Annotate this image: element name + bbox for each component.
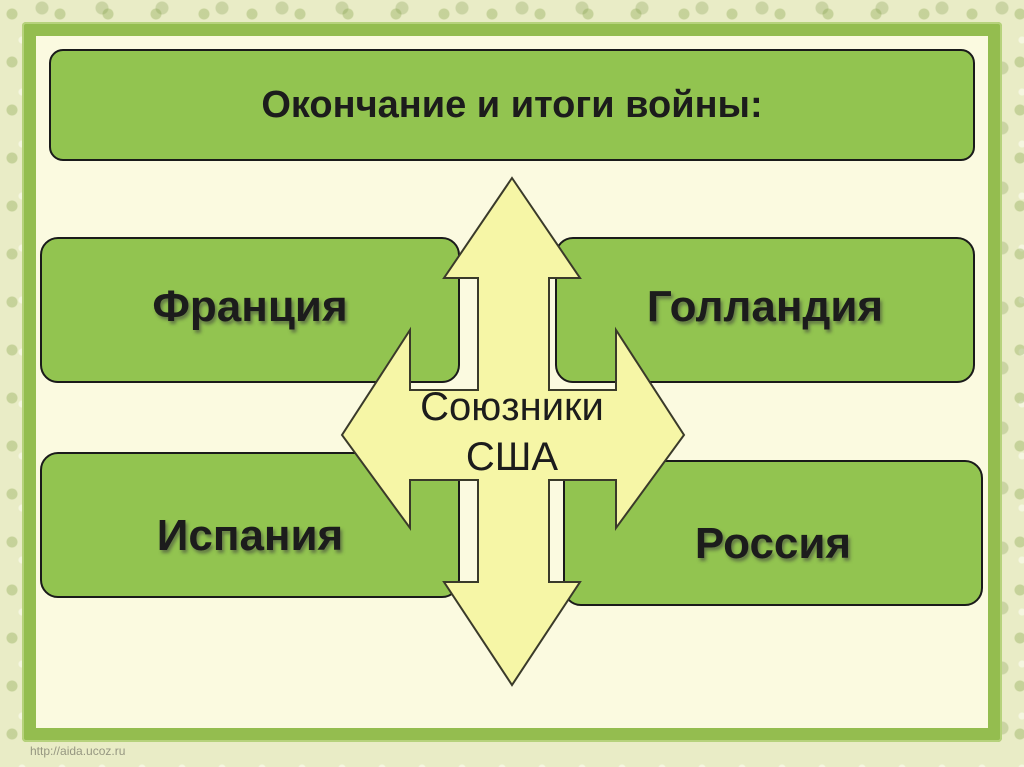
center-label-line1: Союзники: [412, 382, 612, 432]
watermark-url: http://aida.ucoz.ru: [30, 744, 125, 758]
center-label-line2: США: [412, 432, 612, 482]
center-label: Союзники США: [412, 382, 612, 482]
